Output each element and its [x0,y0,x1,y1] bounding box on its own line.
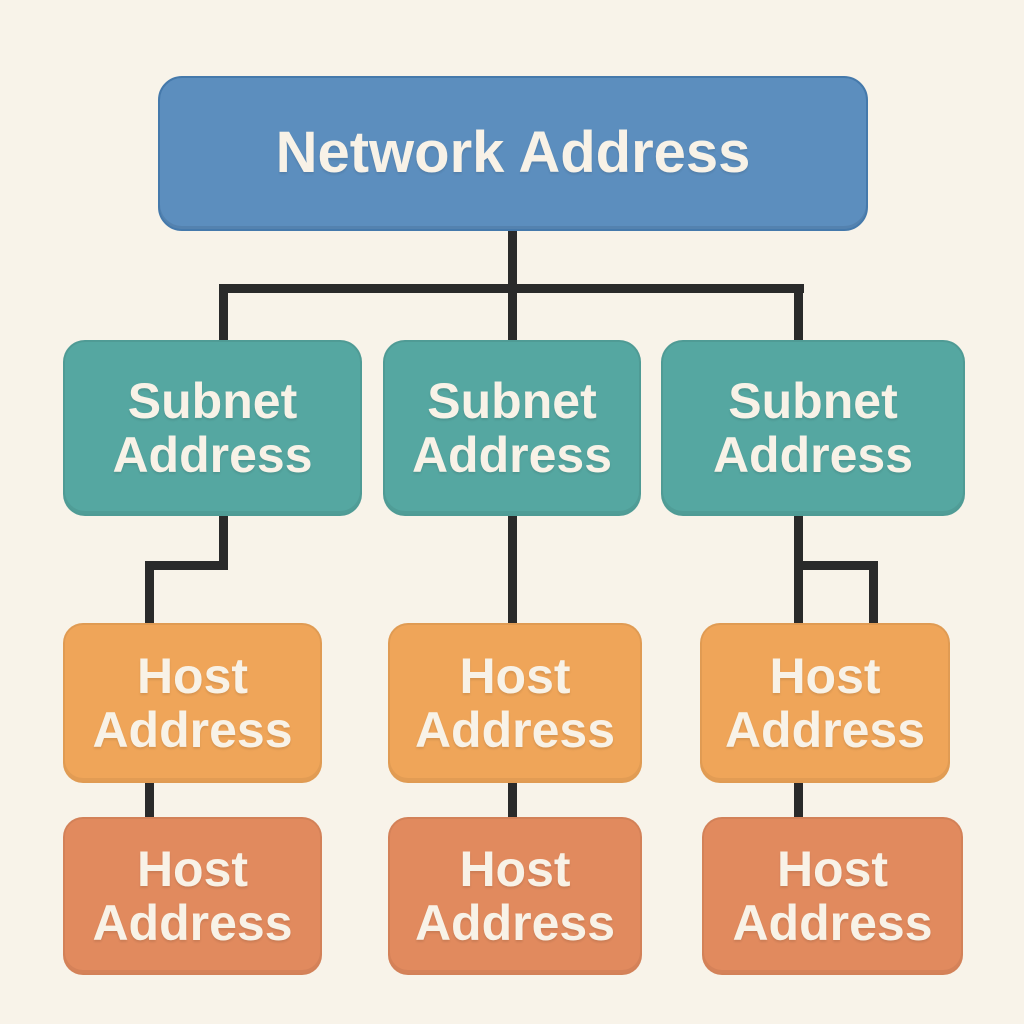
connector-root-stem [508,231,517,293]
host-address-node-row1-col2: Host Address [388,623,642,783]
host-address-node-row1-col3: Host Address [700,623,950,783]
connector-drop-right [794,290,803,340]
network-address-label: Network Address [275,120,751,186]
host-address-label-row2-col1: Host Address [92,841,293,951]
host-address-label-row2-col3: Host Address [732,841,933,951]
connector-hbar [219,284,804,293]
connector-subnet1-step-h [145,561,228,570]
host-address-label-row2-col2: Host Address [414,841,616,951]
connector-host-right [794,783,803,817]
host-address-node-row2-col1: Host Address [63,817,322,975]
connector-host-mid [508,783,517,817]
subnet-address-label-3: Subnet Address [712,373,914,483]
connector-subnet3-branch-v [869,561,878,623]
host-address-node-row1-col1: Host Address [63,623,322,783]
host-address-node-row2-col2: Host Address [388,817,642,975]
subnet-address-node-1: Subnet Address [63,340,362,516]
connector-subnet1-step-v2 [145,561,154,623]
subnet-address-node-3: Subnet Address [661,340,965,516]
connector-subnet2-stem [508,516,517,623]
subnet-address-node-2: Subnet Address [383,340,641,516]
connector-subnet3-branch-h [794,561,878,570]
host-address-node-row2-col3: Host Address [702,817,963,975]
subnet-address-label-2: Subnet Address [411,373,613,483]
host-address-label-row1-col1: Host Address [92,648,293,758]
connector-host-left [145,783,154,817]
connector-drop-mid [508,290,517,340]
subnet-address-label-1: Subnet Address [112,373,313,483]
host-address-label-row1-col2: Host Address [414,648,616,758]
network-address-node: Network Address [158,76,868,231]
connector-subnet1-step-v1 [219,516,228,570]
host-address-label-row1-col3: Host Address [724,648,926,758]
connector-drop-left [219,290,228,340]
